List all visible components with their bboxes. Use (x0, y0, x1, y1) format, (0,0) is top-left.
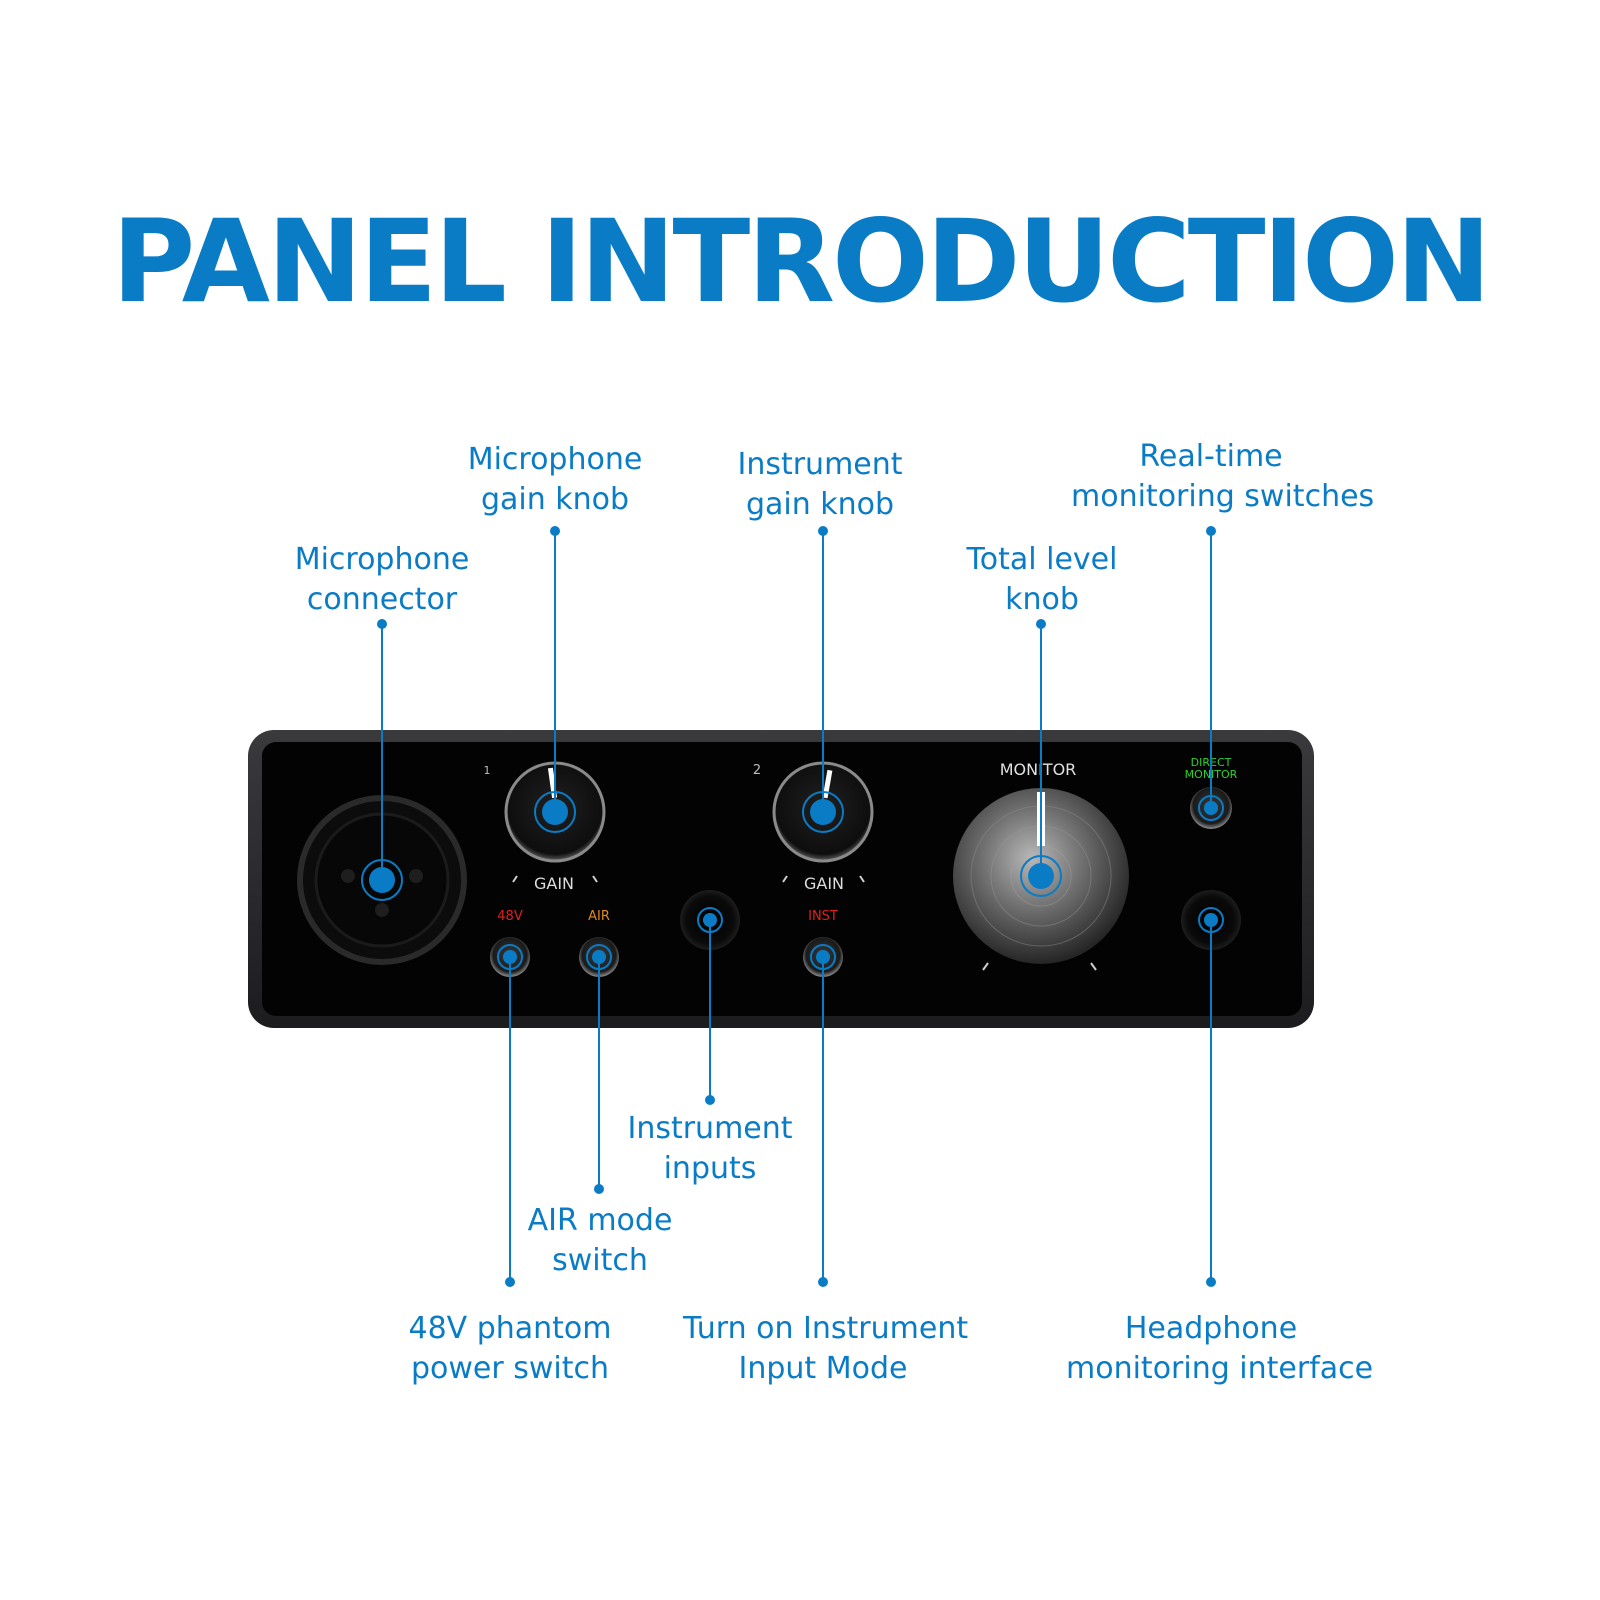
callout-inst-gain: Instrument gain knob (737, 447, 903, 522)
callout-total-level: Total level knob (966, 542, 1118, 617)
callout-mic-gain: Microphone gain knob (467, 442, 643, 517)
callout-lines (377, 526, 1216, 1287)
page-title: PANEL INTRODUCTION (111, 195, 1492, 328)
gain-2-label: GAIN (804, 874, 844, 893)
target-markers (361, 791, 1224, 970)
air-label: AIR (588, 909, 610, 924)
callout-headphone: Headphone monitoring interface (1066, 1311, 1374, 1386)
channel-2-label: 2 (753, 763, 761, 778)
gain-1-label: GAIN (534, 874, 574, 893)
channel-1-label: 1 (484, 764, 491, 777)
callout-realtime: Real-time monitoring switches (1071, 439, 1375, 514)
callout-inst-mode: Turn on Instrument Input Mode (683, 1311, 969, 1386)
inst-label: INST (808, 909, 838, 924)
callout-mic-connector: Microphone connector (294, 542, 470, 617)
gain-ticks (512, 875, 1097, 971)
monitor-label: MONITOR (1000, 760, 1077, 779)
callout-inst-inputs: Instrument inputs (627, 1111, 793, 1186)
callout-air-mode: AIR mode switch (527, 1203, 673, 1278)
callout-phantom: 48V phantom power switch (408, 1311, 612, 1386)
phantom-label: 48V (497, 909, 523, 924)
